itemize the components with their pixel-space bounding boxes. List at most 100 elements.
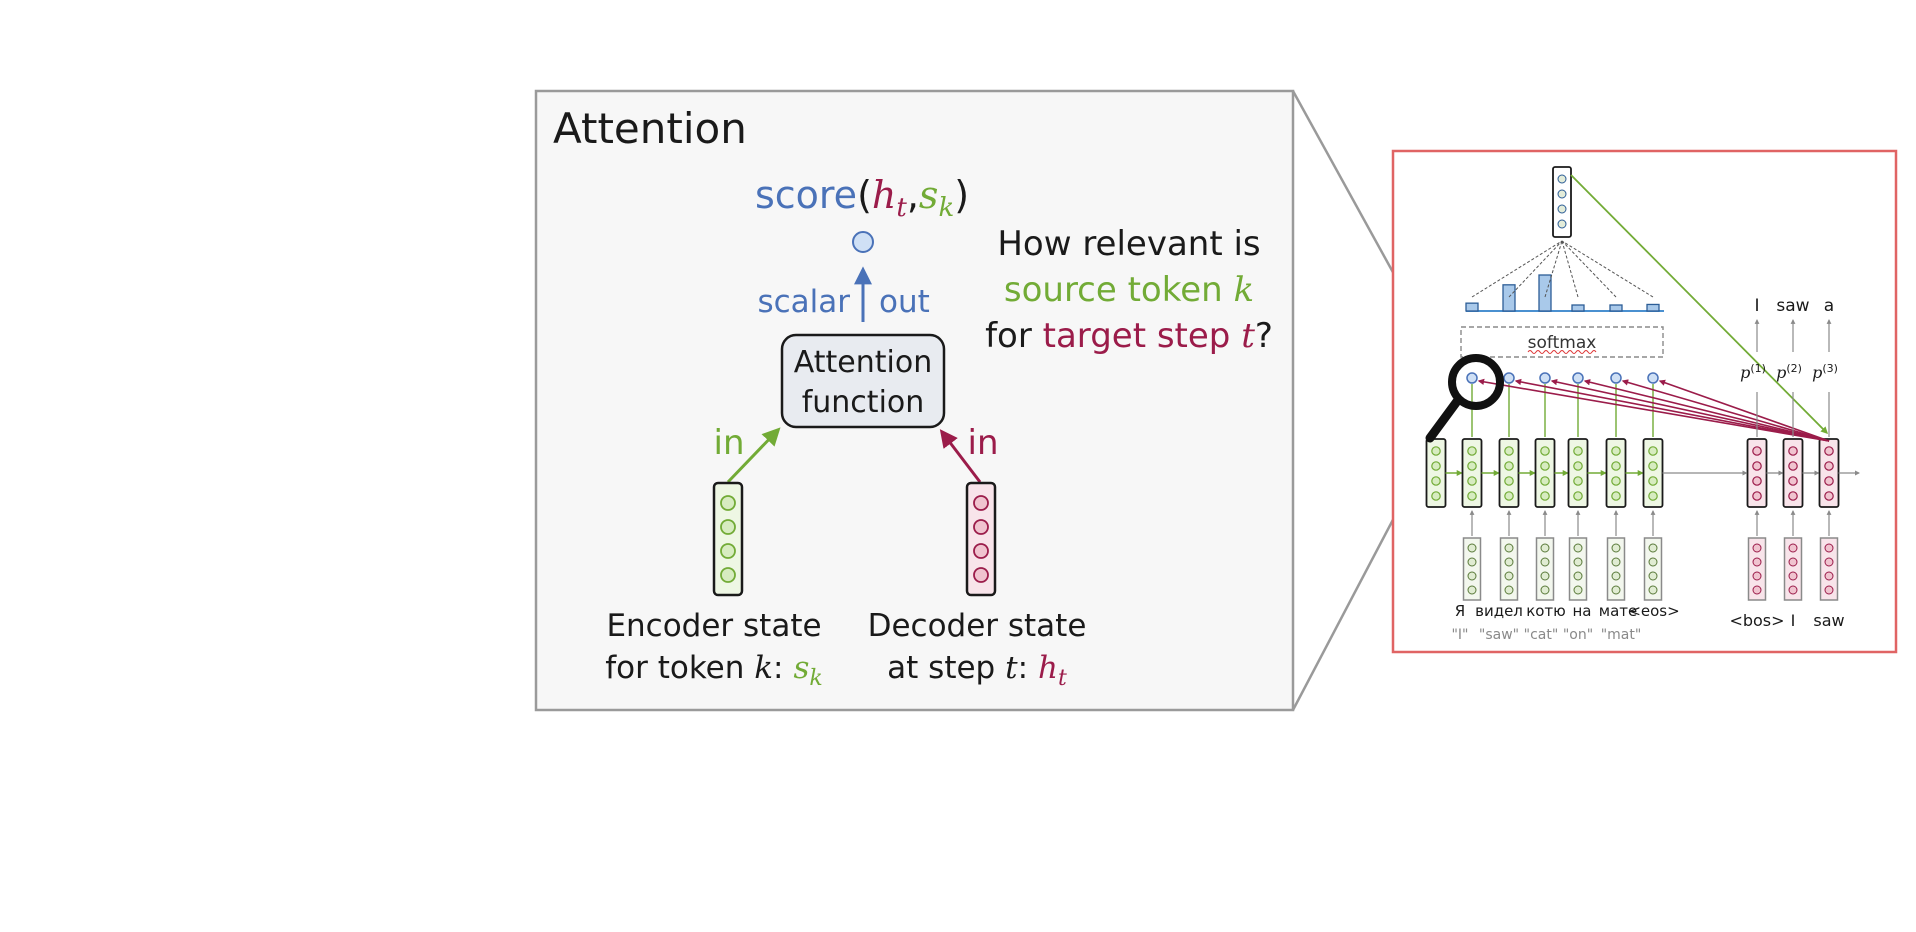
source-embedding: [1535, 537, 1555, 601]
target-embedding: [1747, 537, 1767, 601]
state-unit: [1824, 491, 1834, 501]
question-line2: source token k: [1004, 270, 1254, 310]
decoder-state-vector: [965, 481, 997, 597]
state-unit: [1648, 461, 1658, 471]
target-input-token: I: [1791, 611, 1796, 630]
context-unit: [1557, 219, 1567, 229]
context-unit: [1557, 204, 1567, 214]
state-unit: [1504, 476, 1514, 486]
function-box-line2: function: [802, 385, 925, 420]
embedding-unit: [1752, 585, 1762, 595]
state-unit: [1788, 446, 1798, 456]
embedding-unit: [1504, 571, 1514, 581]
state-unit: [1540, 491, 1550, 501]
embedding-unit: [1540, 571, 1550, 581]
embedding-unit: [1824, 585, 1834, 595]
state-unit: [1752, 476, 1762, 486]
embedding-unit: [1467, 557, 1477, 567]
context-unit: [1557, 189, 1567, 199]
attention-panel: Attention score(ht,sk) scalar out Attent…: [534, 89, 1295, 712]
state-unit: [1788, 461, 1798, 471]
in-right-label: in: [968, 423, 999, 463]
embedding-unit: [1648, 571, 1658, 581]
embedding-unit: [1467, 585, 1477, 595]
decoder-to-score-arrow: [1550, 378, 1830, 442]
source-translation: "mat": [1601, 627, 1642, 643]
embedding-unit: [1752, 571, 1762, 581]
state-unit: [1573, 476, 1583, 486]
attention-weight-bar: [1646, 303, 1660, 312]
embedding-unit: [1788, 543, 1798, 553]
encoder-caption-line2: for token k:sk: [605, 650, 823, 691]
score-fn: score: [755, 173, 857, 217]
state-unit: [1431, 491, 1441, 501]
encoder-in-arrow: [726, 427, 781, 484]
state-unit: [1467, 446, 1477, 456]
score-s: s: [919, 173, 939, 217]
decoder-in-arrow: [939, 429, 982, 483]
source-token: <eos>: [1628, 602, 1679, 620]
state-unit: [1611, 461, 1621, 471]
embedding-unit: [1752, 543, 1762, 553]
output-token: I: [1754, 296, 1759, 316]
state-unit: [1573, 461, 1583, 471]
context-unit: [1557, 174, 1567, 184]
state-unit: [1540, 461, 1550, 471]
embedding-unit: [1611, 557, 1621, 567]
embedding-unit: [1611, 585, 1621, 595]
weighted-sum-line: [1508, 240, 1563, 298]
state-unit: [1504, 461, 1514, 471]
output-token: saw: [1776, 296, 1809, 316]
source-translation: "saw": [1479, 627, 1519, 643]
decoder-to-score-arrow: [1583, 379, 1830, 442]
prob-label: p(2): [1776, 362, 1802, 382]
state-unit: [1611, 446, 1621, 456]
embedding-unit: [1504, 543, 1514, 553]
state-unit: [1824, 476, 1834, 486]
score-dot: [1647, 372, 1659, 384]
in-left-label: in: [714, 423, 745, 463]
state-unit: [1788, 491, 1798, 501]
question-line3: for target step t?: [985, 316, 1273, 356]
state-unit: [1467, 491, 1477, 501]
state-unit: [1824, 461, 1834, 471]
score-dot: [1466, 372, 1478, 384]
prob-label: p(1): [1740, 362, 1766, 382]
state-unit: [1573, 446, 1583, 456]
source-translation: "cat": [1524, 627, 1559, 643]
weighted-sum-line: [1471, 240, 1563, 298]
target-input-token: saw: [1813, 611, 1844, 630]
source-token: видел: [1475, 602, 1523, 620]
softmax-label: softmax: [1528, 333, 1597, 353]
source-token: мате: [1599, 602, 1637, 620]
embedding-unit: [1648, 557, 1658, 567]
score-dot: [1572, 372, 1584, 384]
decoder-to-score-arrow: [1658, 379, 1830, 442]
decoder-caption-line2: at step t:ht: [887, 650, 1067, 691]
embedding-unit: [1467, 571, 1477, 581]
state-unit: [1752, 491, 1762, 501]
embedding-unit: [1611, 571, 1621, 581]
source-embedding: [1462, 537, 1482, 601]
question-line1: How relevant is: [997, 224, 1260, 264]
embedding-unit: [1788, 585, 1798, 595]
state-unit: [1611, 476, 1621, 486]
scalar-label: scalar: [757, 284, 850, 320]
attention-weight-bar: [1502, 284, 1516, 312]
attention-weight-bar: [1465, 302, 1479, 312]
embedding-unit: [1788, 557, 1798, 567]
embedding-unit: [1540, 557, 1550, 567]
embedding-unit: [1611, 543, 1621, 553]
source-translation: "on": [1563, 627, 1593, 643]
attention-weight-bar: [1609, 304, 1623, 312]
source-token: котю: [1526, 602, 1566, 620]
embedding-unit: [1573, 571, 1583, 581]
embedding-unit: [1648, 585, 1658, 595]
spellcheck-underline: [1527, 350, 1597, 354]
embedding-unit: [1540, 585, 1550, 595]
encoder-state-vector: [712, 481, 744, 597]
state-unit: [1788, 476, 1798, 486]
decoder-caption-line1: Decoder state: [868, 608, 1087, 644]
decoder-to-score-arrow: [1621, 379, 1830, 442]
